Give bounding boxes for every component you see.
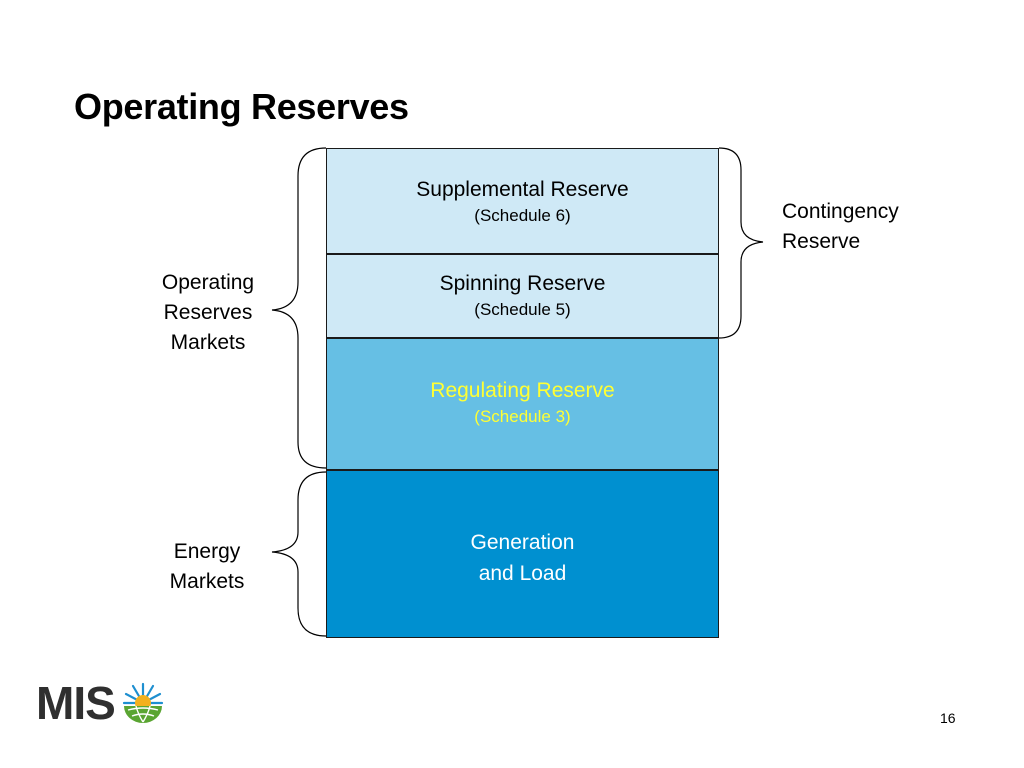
energy-markets-line-2: Markets <box>169 570 245 593</box>
regulating-reserve-label: Regulating Reserve <box>430 379 615 402</box>
regulating-reserve-box: Regulating Reserve (Schedule 3) <box>326 338 719 470</box>
logo-text: MIS <box>36 677 116 729</box>
spinning-reserve-box: Spinning Reserve (Schedule 5) <box>326 254 719 338</box>
slide-title: Operating Reserves <box>74 86 409 127</box>
and-load-label: and Load <box>478 562 567 585</box>
energy-markets-line-1: Energy <box>173 540 241 563</box>
contingency-reserve-brace <box>718 147 764 339</box>
energy-markets-label: Energy Markets <box>142 537 272 597</box>
generation-load-box: Generation and Load <box>326 470 719 638</box>
operating-reserves-markets-line-2: Reserves <box>163 301 253 324</box>
sun-globe-icon <box>122 682 164 723</box>
generation-label: Generation <box>470 531 575 554</box>
energy-markets-brace <box>271 471 327 637</box>
supplemental-reserve-schedule: (Schedule 6) <box>474 206 571 225</box>
spinning-reserve-schedule: (Schedule 5) <box>474 300 571 319</box>
operating-markets-brace <box>271 147 327 469</box>
operating-reserves-markets-line-3: Markets <box>170 331 246 354</box>
miso-logo: MIS <box>36 677 176 729</box>
supplemental-reserve-box: Supplemental Reserve (Schedule 6) <box>326 148 719 254</box>
supplemental-reserve-label: Supplemental Reserve <box>416 178 629 201</box>
page-number: 16 <box>940 710 956 726</box>
operating-reserves-markets-label: Operating Reserves Markets <box>134 268 282 358</box>
regulating-reserve-schedule: (Schedule 3) <box>474 407 571 426</box>
spinning-reserve-label: Spinning Reserve <box>439 272 606 295</box>
contingency-reserve-line-1: Contingency <box>782 200 899 223</box>
contingency-reserve-line-2: Reserve <box>782 230 861 253</box>
contingency-reserve-label: Contingency Reserve <box>782 197 942 257</box>
operating-reserves-markets-line-1: Operating <box>161 271 255 294</box>
